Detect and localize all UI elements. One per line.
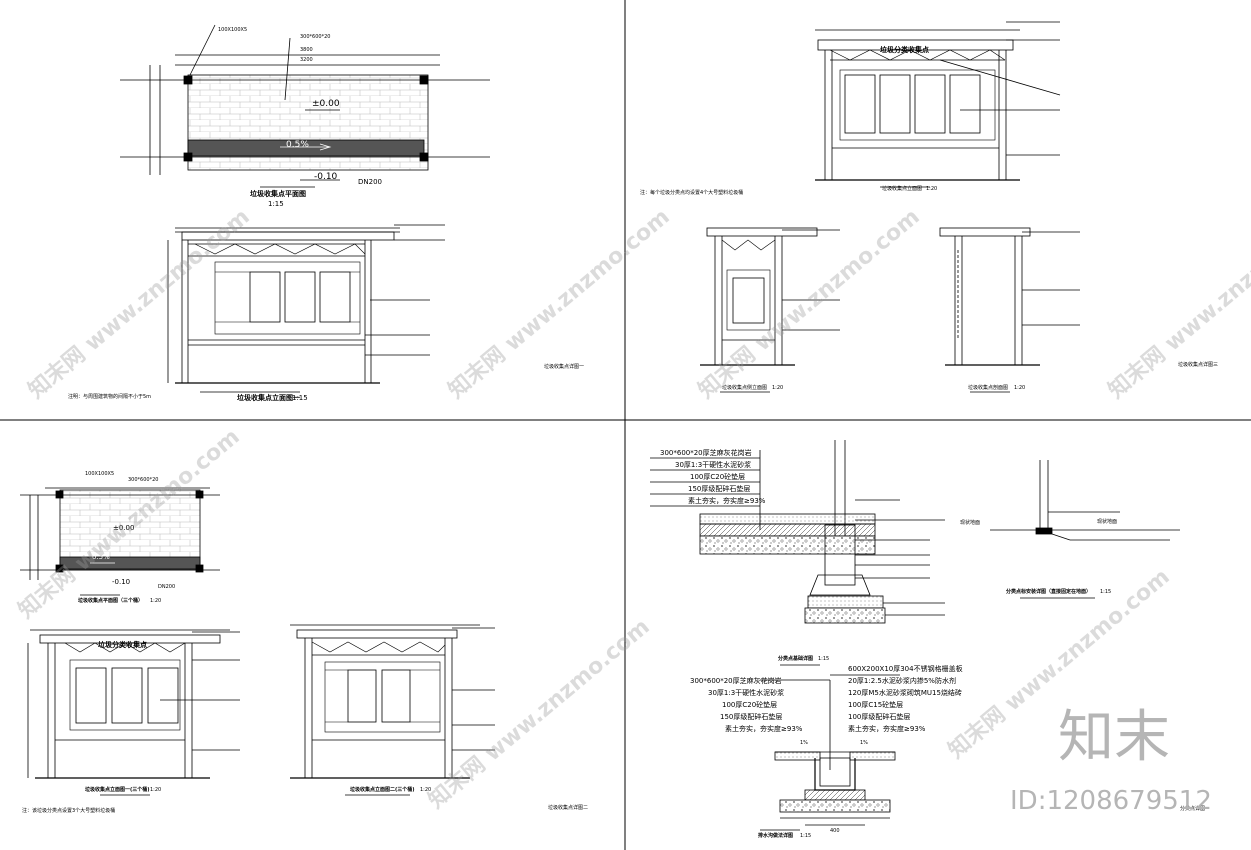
layer-bl-1: 30厚1:3干硬性水泥砂浆	[708, 689, 785, 697]
q3-elevation-010: -0.10	[112, 578, 131, 586]
q3-note: 注：该垃圾分类点设置3个大号塑料垃圾桶	[22, 808, 116, 814]
layer-bl-3: 150厚级配碎石垫层	[720, 713, 783, 721]
q4-install-title: 分类点标安装详图（直接固定在地面）	[1006, 589, 1092, 595]
q1-slope-label: 0.5%	[286, 140, 309, 150]
q4-foundation-scale: 1:15	[818, 656, 830, 662]
q2-side-title: 垃圾收集点侧立面图	[722, 385, 768, 391]
q1-post-spec: 100X100X5	[218, 27, 248, 33]
q1-plan-title: 垃圾收集点平面图	[250, 190, 306, 198]
q3-elevation2-title: 垃圾收集点立面图二(三个桶)	[350, 787, 415, 793]
q3-pipe-label: DN200	[158, 584, 176, 590]
q4-drain-scale: 1:15	[800, 833, 812, 839]
q4-drain-slope-1: 1%	[800, 740, 808, 746]
layer-a-0: 300*600*20厚芝麻灰花岗岩	[660, 449, 752, 457]
q1-note: 注明：与周围建筑物的间隔不小于5m	[68, 394, 152, 400]
q2-section-scale: 1:20	[1014, 385, 1026, 391]
q2-note: 注：每个垃圾分类点均设置4个大号塑料垃圾桶	[640, 190, 744, 196]
q3-sheet-name: 垃圾收集点详图二	[548, 805, 589, 811]
q1-elevation-title: 垃圾收集点立面图一	[237, 394, 300, 402]
layer-bl-2: 100厚C20砼垫层	[722, 701, 778, 709]
q4-foundation	[650, 440, 945, 666]
layer-a-1: 30厚1:3干硬性水泥砂浆	[675, 461, 752, 469]
q1-elevation	[167, 224, 445, 393]
q4-install	[990, 460, 1180, 599]
q4-drain-title: 排水沟做法详图	[758, 833, 794, 839]
q4-drain	[760, 674, 900, 831]
layer-br-1: 20厚1:2.5水泥砂浆内掺5%防水剂	[848, 677, 956, 685]
q1-plan-scale: 1:15	[268, 200, 284, 208]
q2-elevation	[815, 21, 1061, 188]
q3-elevation1-scale: 1:20	[150, 787, 162, 793]
layer-br-3: 100厚C15砼垫层	[848, 701, 904, 709]
q3-slope-label: 0.5%	[92, 553, 110, 561]
q4-install-scale: 1:15	[1100, 589, 1112, 595]
layer-br-0: 600X200X10厚304不锈钢格栅盖板	[848, 665, 963, 673]
q3-plan	[20, 487, 220, 596]
q2-elevation-title: 垃圾收集点立面图	[882, 186, 923, 192]
q4-drain-slope-2: 1%	[860, 740, 868, 746]
brand-id: ID:1208679512	[1010, 786, 1212, 816]
layer-br-4: 100厚级配碎石垫层	[848, 713, 911, 721]
q4-foundation-title: 分类点基础详图	[778, 656, 814, 662]
q1-pipe-label: DN200	[358, 178, 382, 186]
q3-elevation-000: ±0.00	[113, 524, 135, 532]
layer-bl-0: 300*600*20厚芝麻灰花岗岩	[690, 677, 782, 685]
q3-plan-title: 垃圾收集点平面图（三个桶）	[78, 598, 144, 604]
q2-elevation-scale: 1:20	[926, 186, 938, 192]
q3-elevation1	[27, 629, 240, 796]
q1-dim-3800: 3800	[300, 47, 313, 53]
q4-ground-label-2: 现状地面	[1097, 519, 1118, 525]
q2-sign-text: 垃圾分类收集点	[880, 46, 929, 54]
q2-section-title: 垃圾收集点剖面图	[968, 385, 1009, 391]
q2-section	[939, 227, 1080, 393]
q2-side	[700, 227, 840, 393]
q4-sheet-name: 分类点详图	[1180, 806, 1206, 812]
q3-paving-spec: 300*600*20	[128, 477, 159, 483]
q1-elevation-000: ±0.00	[312, 99, 340, 109]
q1-elevation-scale: 1:15	[292, 394, 308, 402]
q3-elevation2-scale: 1:20	[420, 787, 432, 793]
q3-post-spec: 100X100X5	[85, 471, 115, 477]
q1-sheet-name: 垃圾收集点详图一	[544, 364, 585, 370]
q3-plan-scale: 1:20	[150, 598, 162, 604]
layer-br-2: 120厚M5水泥砂浆砌筑MU15烧结砖	[848, 689, 962, 697]
q3-sign-text: 垃圾分类收集点	[98, 641, 147, 649]
q3-elevation2	[290, 624, 495, 796]
layer-a-4: 素土夯实，夯实度≥93%	[688, 497, 766, 505]
layer-a-3: 150厚级配碎石垫层	[688, 485, 751, 493]
q4-ground-label-1: 现状地面	[960, 520, 981, 526]
q2-side-scale: 1:20	[772, 385, 784, 391]
q1-paving-spec: 300*600*20	[300, 34, 331, 40]
q4-drain-width: 400	[830, 828, 840, 834]
q3-elevation1-title: 垃圾收集点立面图一(三个桶)	[85, 787, 150, 793]
q1-plan	[120, 24, 490, 188]
layer-a-2: 100厚C20砼垫层	[690, 473, 746, 481]
layer-br-5: 素土夯实，夯实度≥93%	[848, 725, 926, 733]
q1-elevation-010: -0.10	[314, 172, 338, 182]
brand-logo: 知末	[1058, 705, 1170, 770]
q1-dim-3200: 3200	[300, 57, 313, 63]
q2-sheet-name: 垃圾收集点详图三	[1178, 362, 1219, 368]
layer-bl-4: 素土夯实，夯实度≥93%	[725, 725, 803, 733]
